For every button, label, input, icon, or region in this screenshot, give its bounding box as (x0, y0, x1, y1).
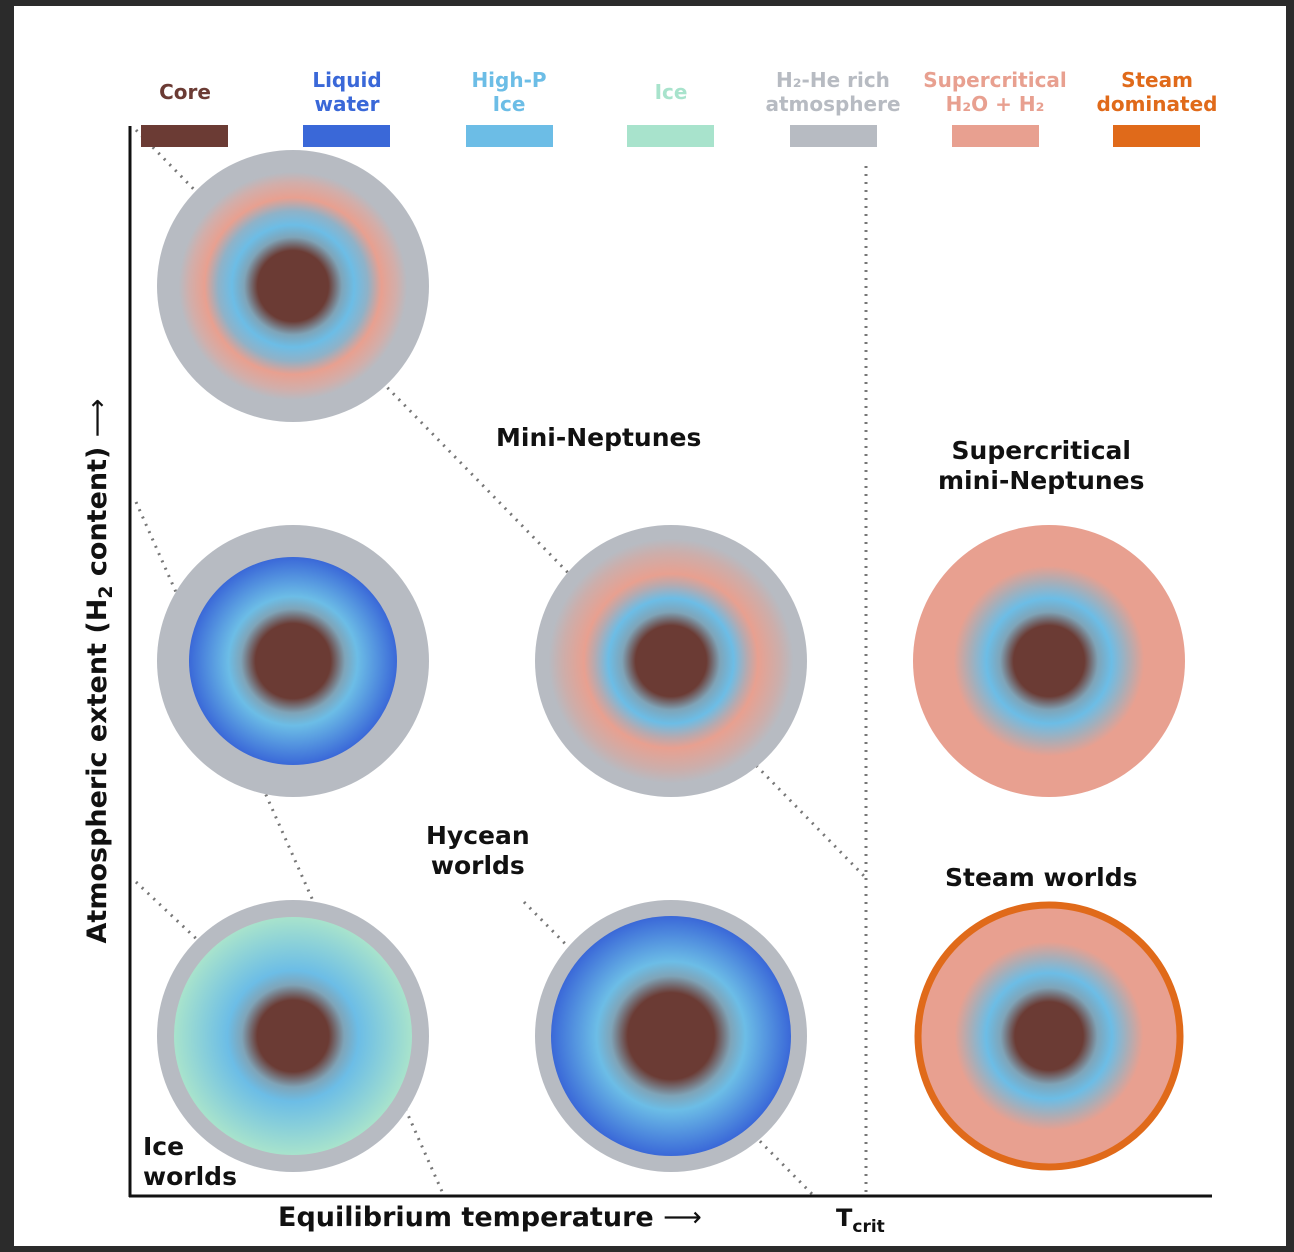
legend-swatch-high-p-ice (466, 125, 553, 147)
region-label-steam-worlds: Steam worlds (945, 863, 1137, 893)
legend-label-line2: water (314, 92, 380, 116)
region-label-text: Mini-Neptunes (496, 423, 702, 452)
y-axis-label-prefix: Atmospheric extent (H (81, 598, 113, 944)
y-axis-label-subscript: 2 (95, 585, 118, 599)
region-label-text: Steam worlds (945, 863, 1138, 892)
legend-label-h2-he-atmosphere: H₂-He rich atmosphere (753, 68, 913, 116)
region-label-mini-neptunes: Mini-Neptunes (496, 423, 701, 453)
axes (128, 126, 1212, 1198)
legend-label-line2: Ice (492, 92, 526, 116)
tcrit-label-subscript: crit (852, 1216, 885, 1237)
legend-label-line1: Supercritical (923, 68, 1067, 92)
planet-hycean-thick-atmosphere (157, 525, 429, 797)
x-axis-label-text: Equilibrium temperature (278, 1202, 654, 1233)
y-axis-arrow-icon: ⟶ (81, 398, 113, 438)
boundary-middle-lower (522, 900, 816, 1198)
y-axis-label: Atmospheric extent (H2 content) ⟶ (82, 399, 122, 944)
x-axis-arrow-icon: ⟶ (663, 1202, 702, 1233)
planet-diagram (128, 125, 1212, 1198)
legend-label-line2: H₂O + H₂ (945, 92, 1045, 116)
legend-label-line1: Core (159, 80, 211, 104)
legend-label-line1: Ice (654, 80, 688, 104)
legend-label-line1: Steam (1121, 68, 1193, 92)
planet-supercritical-mini-neptune (913, 525, 1185, 797)
region-label-line1: Hycean (426, 821, 530, 850)
boundary-upper (134, 128, 866, 878)
planet-hycean-thin-atmosphere (535, 900, 807, 1172)
planet-disc (918, 905, 1180, 1167)
legend-swatch-ice (627, 125, 714, 147)
planet-steam-envelope (914, 901, 1184, 1171)
legend-label-line2: dominated (1096, 92, 1218, 116)
planet-disc (157, 150, 429, 422)
legend-label-line1: High-P (471, 68, 547, 92)
planet-ice-world (157, 900, 429, 1172)
planet-mini-neptune-warm (535, 525, 807, 797)
planet-disc (189, 557, 397, 765)
planet-mini-neptune-cold (157, 150, 429, 422)
legend-label-supercritical: Supercritical H₂O + H₂ (915, 68, 1075, 116)
planet-disc (174, 917, 412, 1155)
legend-swatch-steam (1113, 125, 1200, 147)
planet-steam-world (914, 901, 1184, 1171)
legend-swatches (141, 125, 1200, 147)
legend-label-ice: Ice (591, 80, 751, 104)
tcrit-label-main: T (836, 1204, 853, 1232)
legend-swatch-h2-he-atmosphere (790, 125, 877, 147)
legend-label-line2: atmosphere (765, 92, 901, 116)
y-axis-label-suffix: content) (81, 446, 113, 586)
legend-label-steam: Steam dominated (1077, 68, 1237, 116)
planet-disc (551, 916, 791, 1156)
region-label-ice-worlds: Ice worlds (143, 1132, 237, 1192)
legend-swatch-core (141, 125, 228, 147)
region-label-hycean-worlds: Hycean worlds (426, 821, 530, 881)
legend-label-line1: H₂-He rich (776, 68, 890, 92)
region-label-line2: worlds (430, 851, 525, 880)
tcrit-label: Tcrit (836, 1204, 885, 1237)
legend-swatch-supercritical (952, 125, 1039, 147)
region-label-line1: Supercritical (951, 436, 1131, 465)
x-axis-label: Equilibrium temperature ⟶ (278, 1202, 702, 1234)
figure-panel: Core Liquid water High-P Ice Ice H₂-He r… (14, 6, 1286, 1246)
region-label-line2: worlds (143, 1162, 237, 1191)
region-label-line2: mini-Neptunes (938, 466, 1145, 495)
legend-label-core: Core (105, 80, 265, 104)
region-label-supercritical-mini-neptunes: Supercritical mini-Neptunes (938, 436, 1145, 496)
region-label-line1: Ice (143, 1132, 185, 1161)
planet-disc (913, 525, 1185, 797)
legend-label-liquid-water: Liquid water (267, 68, 427, 116)
legend-label-line1: Liquid (312, 68, 382, 92)
boundary-lower (134, 880, 206, 948)
legend-swatch-liquid-water (303, 125, 390, 147)
legend-label-high-p-ice: High-P Ice (429, 68, 589, 116)
planet-disc (535, 525, 807, 797)
